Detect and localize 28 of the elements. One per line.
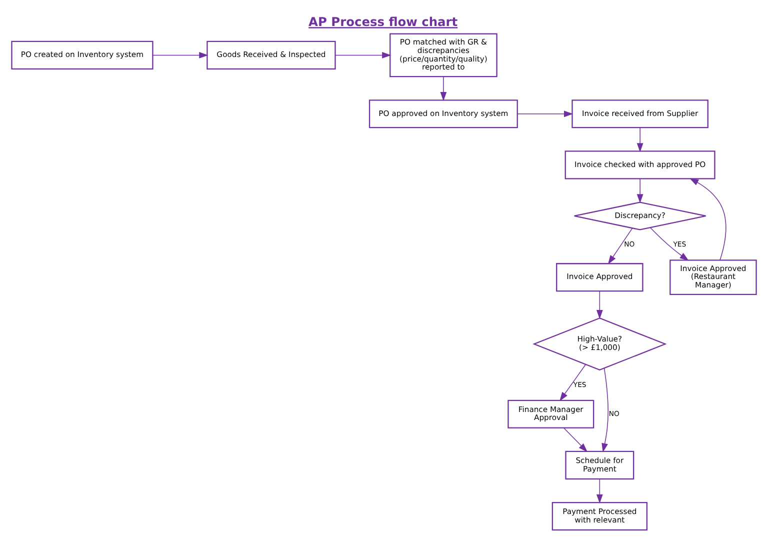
arrow [516,110,574,117]
arrow [650,226,689,260]
arrow [689,178,726,260]
node-box: Invoice received from Supplier [572,99,708,128]
node-box: PO created on Inventory system [11,40,154,69]
arrow [602,368,608,452]
arrow [596,478,603,504]
node-box: PO matched with GR & discrepancies (price/quantity/quality) reported to [390,32,498,77]
arrow [563,427,588,452]
node-diamond: Discrepancy? [574,201,706,230]
arrow [440,76,447,101]
node-diamond: High-Value? (> £1,000) [532,316,667,370]
node-box: Invoice Approved (Restaurant Manager) [670,259,757,295]
arrow [335,52,392,58]
arrow [596,290,603,319]
node-box: Goods Received & Inspected [206,40,336,69]
node-box: Invoice Approved [556,262,644,292]
node-box: Finance Manager Approval [508,399,594,428]
arrow [560,364,586,401]
arrow [152,52,208,58]
arrow [636,126,644,152]
node-box: Schedule for Payment [565,450,634,479]
arrow [636,178,644,203]
node-box: PO approved on Inventory system [368,99,518,128]
node-box: Payment Processed with relevant [552,501,648,530]
arrow [608,227,633,264]
node-box: Invoice checked with approved PO [564,150,716,179]
diagram-title: AP Process flow chart [308,14,458,29]
